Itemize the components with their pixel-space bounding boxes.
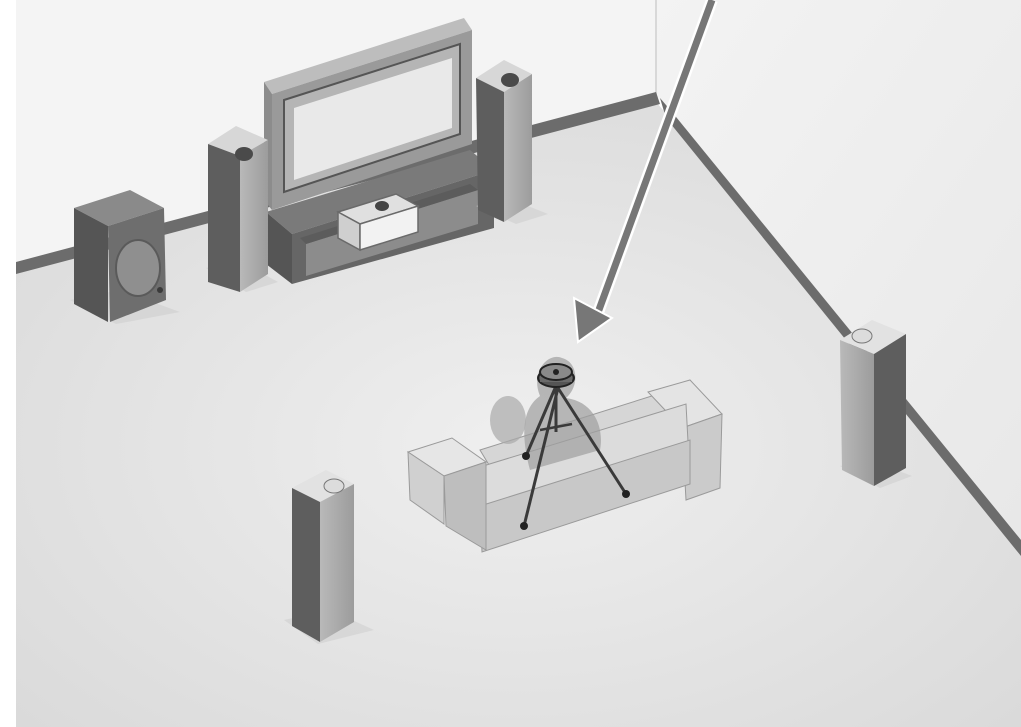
front-left-speaker [206,126,278,292]
surround-right-speaker [840,320,912,488]
